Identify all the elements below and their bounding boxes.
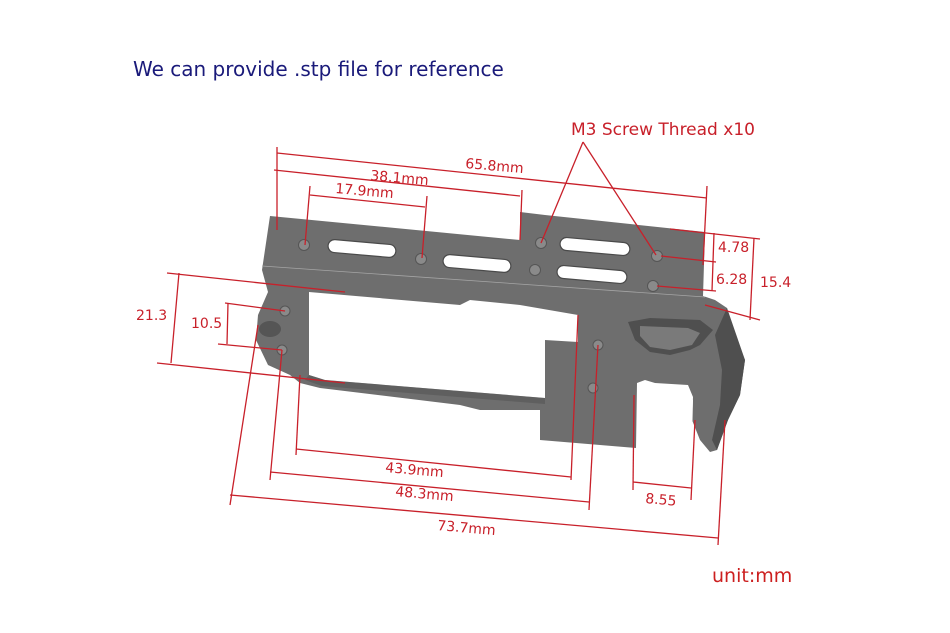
- dim-48-3: 48.3mm: [395, 484, 455, 505]
- dimension-lines: [156, 141, 761, 546]
- dim-38-1: 38.1mm: [370, 168, 430, 189]
- dim-43-9: 43.9mm: [385, 460, 445, 481]
- dim-15-4: 15.4: [760, 275, 791, 291]
- screw-thread-callout: M3 Screw Thread x10: [571, 120, 755, 140]
- dim-21-3: 21.3: [136, 308, 167, 324]
- dim-73-7: 73.7mm: [437, 518, 497, 539]
- dim-10-5: 10.5: [191, 316, 222, 332]
- dim-4-78: 4.78: [718, 240, 749, 256]
- unit-label: unit:mm: [712, 565, 793, 587]
- caption-stp-file: We can provide .stp file for reference: [133, 57, 504, 81]
- dim-17-9: 17.9mm: [335, 181, 395, 202]
- dim-65-8: 65.8mm: [465, 156, 525, 177]
- dimension-labels: 65.8mm 38.1mm 17.9mm 4.78 6.28 15.4 21.3…: [136, 120, 791, 539]
- dim-6-28: 6.28: [716, 272, 747, 288]
- dim-8-55: 8.55: [645, 491, 677, 510]
- bracket-part: [256, 212, 745, 470]
